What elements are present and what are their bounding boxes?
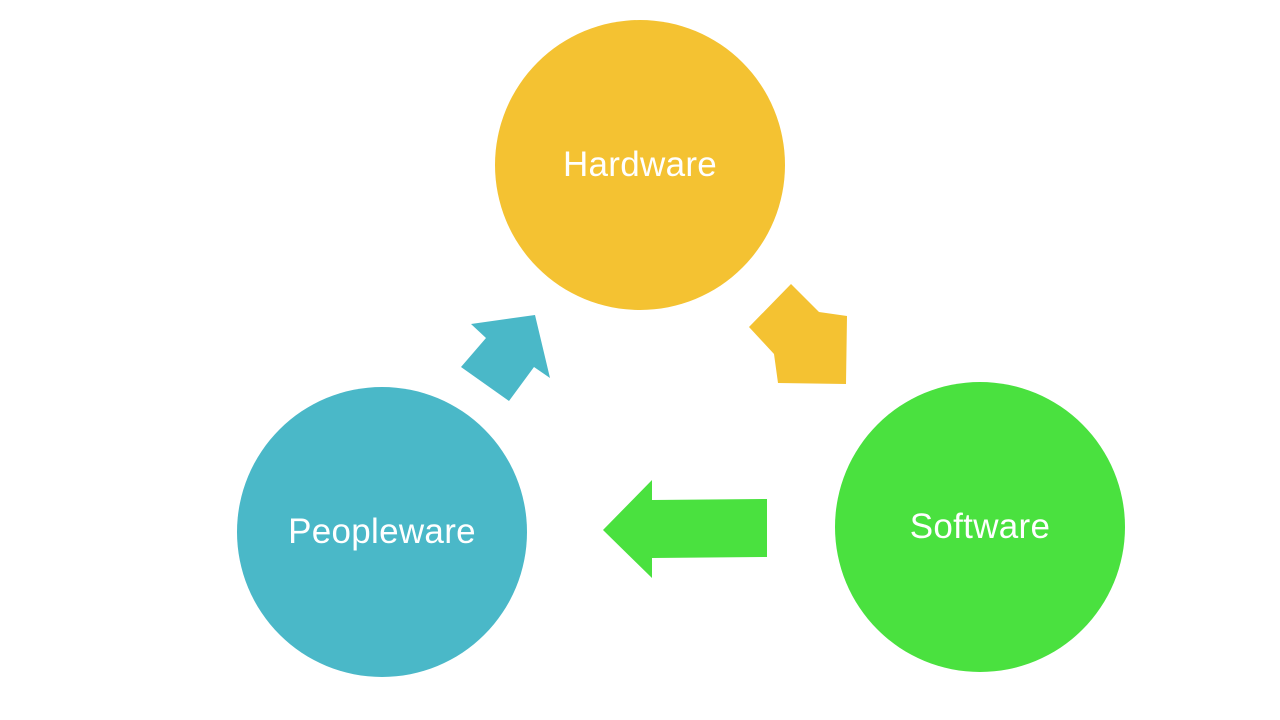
arrow-peopleware-to-hardware — [461, 315, 550, 401]
peopleware-label: Peopleware — [288, 512, 476, 551]
peopleware-circle: Peopleware — [237, 387, 527, 677]
arrow-software-to-peopleware — [603, 480, 767, 578]
arrow-hardware-to-software — [749, 284, 847, 384]
software-label: Software — [909, 507, 1051, 546]
software-circle: Software — [835, 382, 1125, 672]
hardware-label: Hardware — [562, 145, 718, 184]
hardware-circle: Hardware — [495, 20, 785, 310]
